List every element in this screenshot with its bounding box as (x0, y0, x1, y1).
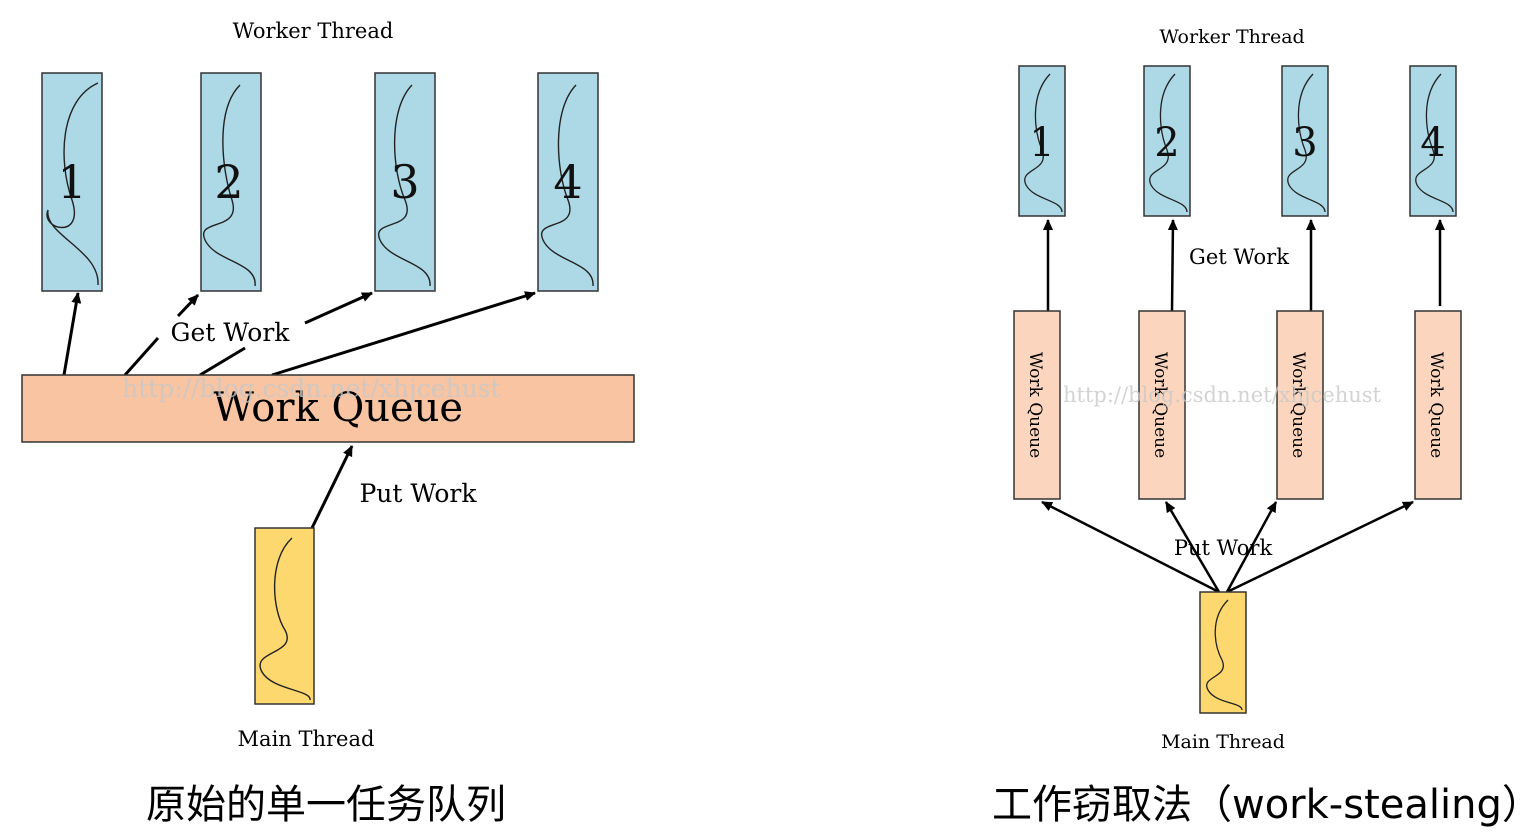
left-get-arrow-3 (199, 346, 246, 377)
right-worker-number: 2 (1154, 120, 1179, 166)
right-diagram: Worker Thread 1 2 3 4 Get Work (1013, 26, 1462, 753)
right-queue-label: Work Queue (1150, 352, 1170, 458)
left-worker-4: 4 (537, 72, 599, 292)
right-queue-label: Work Queue (1025, 352, 1045, 458)
left-worker-number: 4 (553, 155, 582, 209)
left-get-work-label: Get Work (171, 318, 291, 347)
right-caption: 工作窃取法（work-stealing） (992, 782, 1535, 828)
right-work-queue-4: Work Queue (1414, 310, 1462, 500)
right-worker-4: 4 (1409, 65, 1457, 217)
left-work-queue (21, 374, 635, 443)
right-worker-number: 4 (1420, 120, 1445, 166)
watermark-left: http://blog.csdn.net/xhjcehust (122, 374, 501, 403)
right-put-work-label: Put Work (1174, 536, 1273, 560)
right-main-thread (1199, 591, 1247, 714)
left-worker-number: 2 (214, 155, 243, 209)
right-get-arrow-2 (1167, 219, 1178, 312)
right-put-arrow-3 (1225, 501, 1278, 593)
left-main-label: Main Thread (238, 727, 375, 751)
right-queue-label: Work Queue (1426, 352, 1446, 458)
right-put-arrow-4 (1226, 500, 1414, 594)
left-caption: 原始的单一任务队列 (146, 782, 506, 828)
left-worker-title: Worker Thread (233, 19, 394, 43)
left-worker-2: 2 (200, 72, 262, 292)
right-worker-title: Worker Thread (1159, 26, 1304, 48)
right-queue-label: Work Queue (1288, 352, 1308, 458)
right-worker-number: 1 (1029, 120, 1054, 166)
left-worker-3: 3 (374, 72, 436, 292)
left-queue-label: Work Queue (213, 385, 463, 431)
left-worker-number: 1 (57, 155, 86, 209)
right-work-queue-1: Work Queue (1013, 310, 1061, 500)
left-get-arrow-3b (304, 291, 373, 325)
left-main-thread (254, 527, 315, 705)
left-worker-number: 3 (390, 155, 419, 209)
right-work-queue-3: Work Queue (1276, 310, 1324, 500)
left-get-arrow-2b (176, 293, 200, 318)
right-worker-2: 2 (1143, 65, 1191, 217)
right-put-arrow-2 (1164, 501, 1221, 593)
right-get-work-label: Get Work (1189, 245, 1289, 269)
right-work-queue-2: Work Queue (1138, 310, 1186, 500)
right-put-arrow-1 (1041, 500, 1220, 594)
right-main-label: Main Thread (1161, 731, 1285, 753)
left-put-arrow (310, 445, 354, 529)
left-diagram: Worker Thread 1 2 3 4 Get (21, 19, 635, 751)
right-worker-1: 1 (1018, 65, 1066, 217)
left-worker-1: 1 (41, 72, 103, 292)
left-put-work-label: Put Work (359, 479, 477, 508)
left-get-arrow-2 (123, 337, 160, 376)
left-get-arrow-1 (62, 292, 82, 376)
watermark-right: http://blog.csdn.net/xhjcehust (1063, 383, 1382, 407)
left-get-arrow-4 (271, 291, 536, 377)
right-worker-3: 3 (1281, 65, 1329, 217)
right-worker-number: 3 (1292, 120, 1317, 166)
